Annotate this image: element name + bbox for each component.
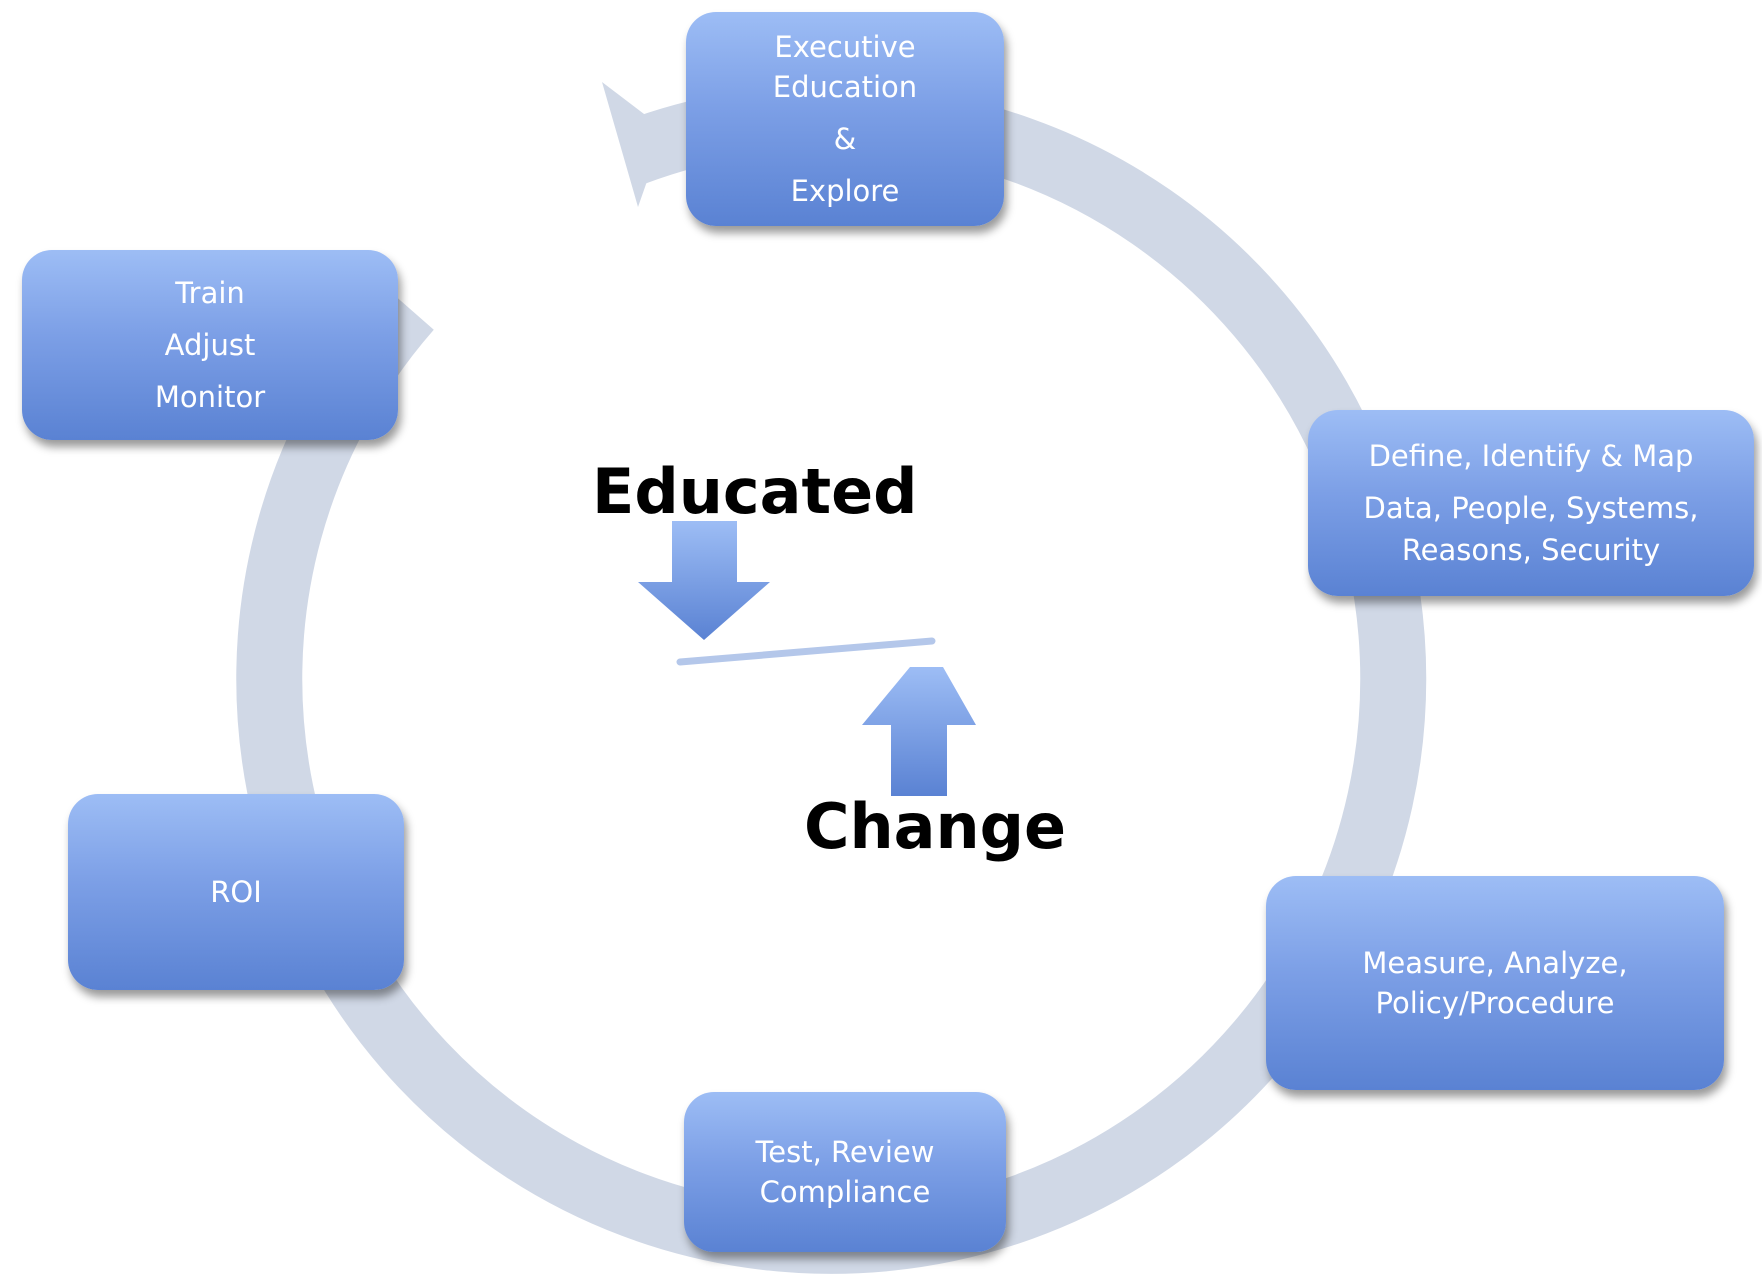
step-executive-education: Executive Education & Explore <box>686 12 1004 226</box>
step-measure-analyze: Measure, Analyze, Policy/Procedure <box>1266 876 1724 1090</box>
step-train-line-3: Monitor <box>154 380 266 414</box>
step-train-line-2: Adjust <box>164 328 256 362</box>
step-roi: ROI <box>68 794 404 990</box>
label-change: Change <box>804 790 1067 863</box>
step-measure-line-2: Policy/Procedure <box>1375 986 1615 1020</box>
label-educated: Educated <box>592 455 918 528</box>
step-executive-line-3: & <box>833 122 857 156</box>
step-test-line-2: Compliance <box>759 1175 931 1209</box>
cycle-arrowhead <box>602 82 665 207</box>
step-executive-line-4: Explore <box>790 174 900 208</box>
step-measure-line-1: Measure, Analyze, <box>1362 946 1628 980</box>
step-executive-line-1: Executive <box>774 30 916 64</box>
step-define-identify-map: Define, Identify & Map Data, People, Sys… <box>1308 410 1754 596</box>
step-test-review: Test, Review Compliance <box>684 1092 1006 1252</box>
step-define-line-1: Define, Identify & Map <box>1368 439 1694 473</box>
cycle-ring-arc <box>236 83 1427 1274</box>
step-roi-line-1: ROI <box>210 875 262 909</box>
step-train-adjust-monitor: Train Adjust Monitor <box>22 250 398 440</box>
step-define-line-2: Data, People, Systems, <box>1363 491 1699 525</box>
step-train-line-1: Train <box>175 276 245 310</box>
step-test-line-1: Test, Review <box>755 1135 935 1169</box>
step-executive-line-2: Education <box>772 70 918 104</box>
step-define-line-3: Reasons, Security <box>1401 533 1661 567</box>
